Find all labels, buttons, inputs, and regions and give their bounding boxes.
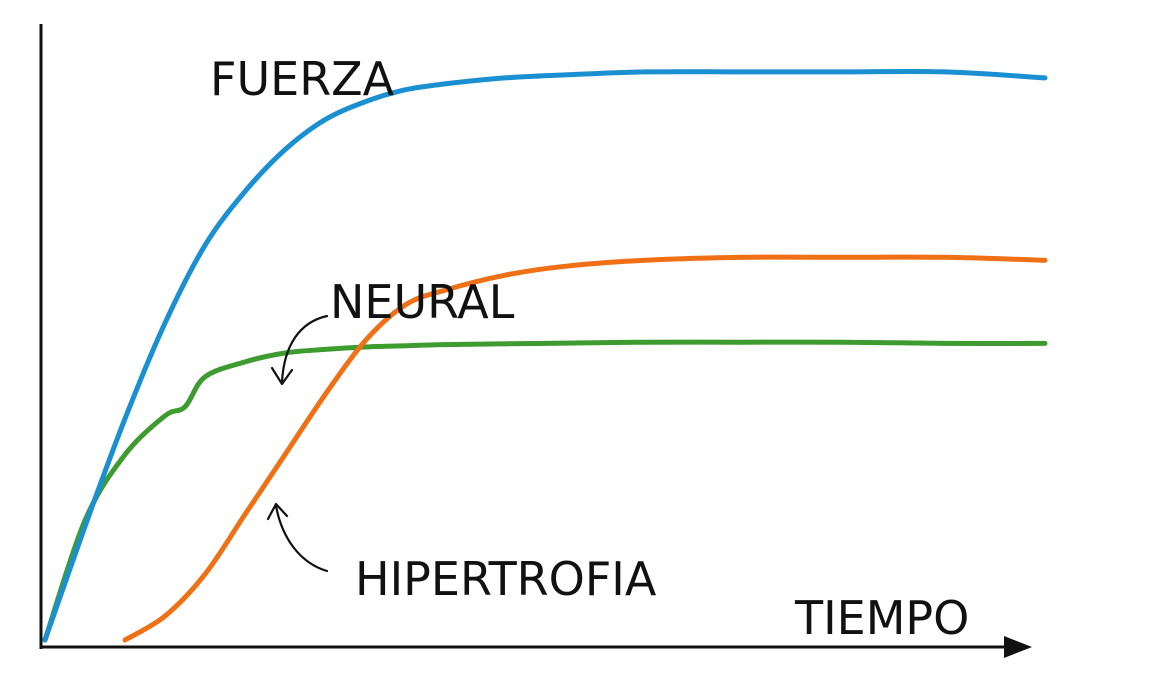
annotation-hipertrofia: HIPERTROFIA — [355, 552, 657, 606]
x-axis-arrowhead — [1004, 636, 1032, 658]
series-layer — [42, 68, 1048, 643]
x-axis-label: TIEMPO — [794, 591, 969, 645]
series-line-fuerza — [42, 68, 1048, 643]
annotation-neural: NEURAL — [330, 275, 515, 329]
series-line-neural — [42, 339, 1048, 643]
hipertrofia-pointer-arrow — [266, 502, 329, 573]
annotation-fuerza: FUERZA — [210, 52, 395, 106]
neural-pointer-arrow — [270, 314, 329, 386]
series-line-hipertrofia — [122, 254, 1048, 643]
